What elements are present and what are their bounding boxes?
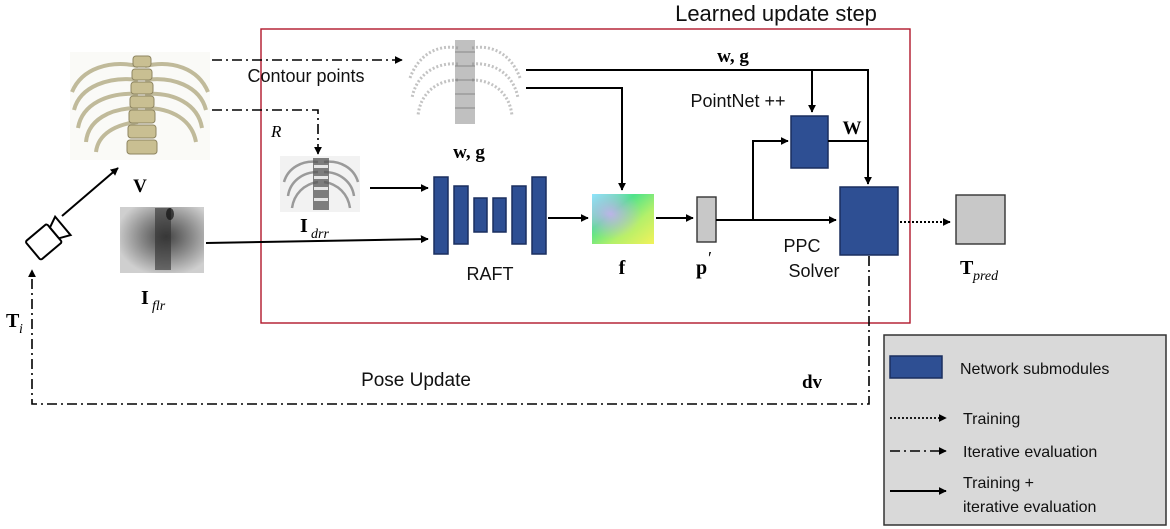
ppc-label: PPC xyxy=(783,236,820,256)
legend-network-label: Network submodules xyxy=(960,361,1109,378)
math-f: f xyxy=(619,257,626,279)
svg-text:p: p xyxy=(696,257,707,279)
raft-network xyxy=(433,176,547,255)
drr-image xyxy=(280,156,360,212)
pose-update-loop-arrow xyxy=(28,256,870,405)
svg-text:T: T xyxy=(6,310,20,332)
math-T-pred: T pred xyxy=(960,257,999,284)
legend-combined-label-1: Training + xyxy=(963,475,1034,492)
svg-text:T: T xyxy=(960,257,974,279)
ppc-solver-block xyxy=(839,186,899,256)
math-I-flr: I flr xyxy=(141,287,166,314)
legend-iterative-label: Iterative evaluation xyxy=(963,444,1097,461)
camera-to-volume-arrow xyxy=(61,167,119,217)
render-drr-arrow xyxy=(212,109,322,155)
camera-icon xyxy=(25,214,73,261)
t-pred-block xyxy=(955,194,1006,245)
solver-label: Solver xyxy=(788,261,839,281)
pointnet-label: PointNet ++ xyxy=(690,91,785,111)
svg-text:i: i xyxy=(19,322,23,337)
legend-training-label: Training xyxy=(963,411,1020,428)
svg-text:flr: flr xyxy=(152,299,166,314)
pose-update-label: Pose Update xyxy=(361,370,471,391)
svg-text:I: I xyxy=(300,215,308,237)
contour-to-flow-arrow xyxy=(526,87,626,191)
svg-text:′: ′ xyxy=(708,248,712,268)
legend: Network submodules Training Iterative ev… xyxy=(883,334,1167,526)
math-R: R xyxy=(270,122,282,141)
math-T-i: T i xyxy=(6,310,23,337)
ct-volume-image xyxy=(70,52,210,160)
math-V: V xyxy=(133,176,147,197)
svg-text:pred: pred xyxy=(972,269,999,284)
fluoroscopy-image xyxy=(120,207,204,273)
math-I-drr: I drr xyxy=(300,215,329,242)
raft-label: RAFT xyxy=(467,264,514,284)
math-p-prime: p ′ xyxy=(696,248,712,279)
math-W: W xyxy=(843,118,862,139)
legend-network-swatch xyxy=(889,355,943,379)
math-wg-mid: w, g xyxy=(453,142,485,163)
contour-to-solver-arrow xyxy=(526,69,872,185)
math-wg-top: w, g xyxy=(717,46,749,67)
svg-text:drr: drr xyxy=(311,227,329,242)
fluoro-to-raft-arrow xyxy=(205,235,429,244)
learned-update-frame xyxy=(260,28,911,324)
learned-update-title: Learned update step xyxy=(675,1,877,26)
math-dv: dv xyxy=(802,372,823,393)
contour-points-image xyxy=(404,36,526,128)
p-to-pointnet-arrow xyxy=(752,137,789,220)
pointnet-block xyxy=(790,115,829,169)
svg-text:I: I xyxy=(141,287,149,309)
optical-flow-image xyxy=(592,194,654,244)
contour-points-label: Contour points xyxy=(247,66,364,86)
legend-combined-label-2: iterative evaluation xyxy=(963,499,1096,516)
p-prime-block xyxy=(696,196,717,243)
